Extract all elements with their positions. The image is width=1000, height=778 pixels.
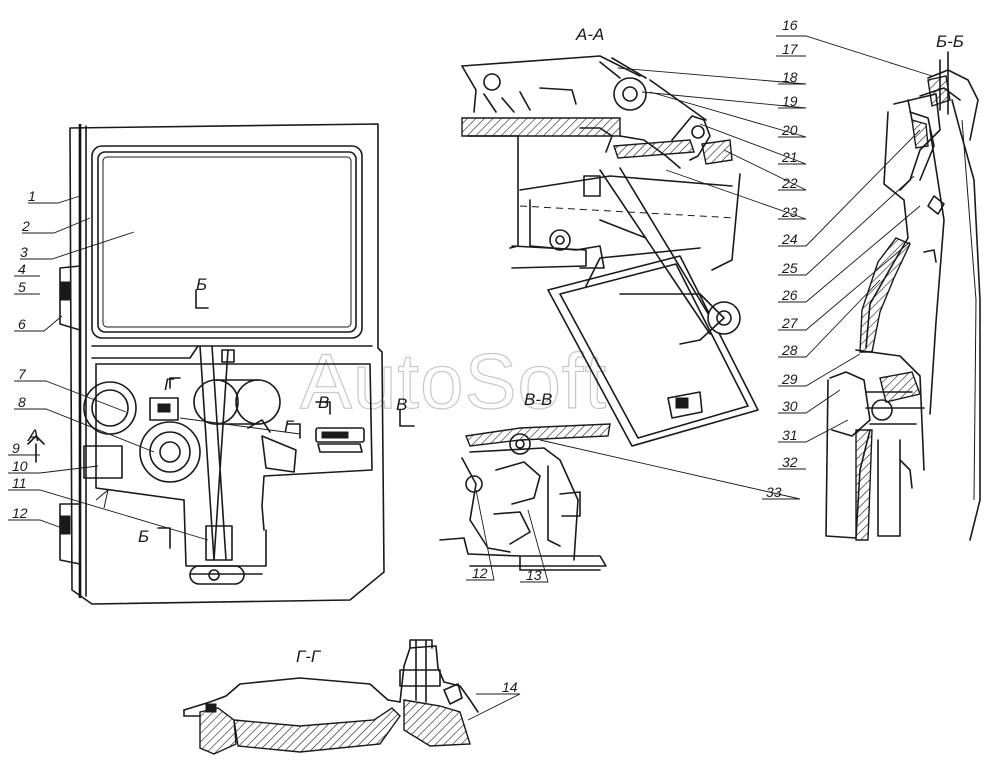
cut-mark-v-left: В [318,393,329,412]
callout-6: 6 [18,316,26,332]
callout-31: 31 [782,427,798,443]
callout-32: 32 [782,454,798,470]
cut-mark-a: А [27,426,39,445]
callout-29: 29 [781,371,798,387]
callout-12: 12 [12,505,28,521]
section-aa-view [461,55,759,447]
callout-28: 28 [781,342,798,358]
callout-18: 18 [782,69,798,85]
callout-1: 1 [28,188,36,204]
callout-33: 33 [766,484,782,500]
cut-mark-b-upper: Б [196,275,207,294]
callout-10: 10 [12,458,28,474]
callout-22: 22 [781,175,798,191]
callout-17: 17 [782,41,799,57]
callout-25: 25 [781,260,798,276]
callout-14: 14 [502,679,518,695]
callout-5: 5 [18,279,26,295]
callout-9: 9 [12,440,20,456]
callout-24: 24 [781,231,798,247]
callout-12-vv: 12 [472,565,488,581]
callout-27: 27 [781,315,799,331]
callout-13: 13 [526,567,542,583]
section-vv-view [439,423,611,571]
callout-23: 23 [781,204,798,220]
callout-30: 30 [782,398,798,414]
callout-26: 26 [781,287,798,303]
cut-mark-b-lower: Б [138,527,149,546]
cut-mark-g-lower: Г [284,417,295,436]
callout-19: 19 [782,93,798,109]
section-vv-title: В-В [524,390,552,409]
callout-11: 11 [12,475,27,491]
section-gg-view [183,639,479,755]
cut-mark-g-upper: Г [164,375,175,394]
callout-3: 3 [20,244,28,260]
section-bb-title: Б-Б [936,32,964,51]
door-main-view [59,123,385,605]
cut-mark-v-right: В [396,395,407,414]
section-aa-title: А-А [575,25,604,44]
callout-7: 7 [18,366,27,382]
section-marks: А Б Б Г Г В В [27,275,415,549]
section-bb-view [825,51,981,541]
watermark-text: AutoSoft [300,337,607,425]
callout-8: 8 [18,394,26,410]
callout-2: 2 [21,218,30,234]
callout-16: 16 [782,17,798,33]
callout-21: 21 [781,149,798,165]
callout-4: 4 [18,261,26,277]
callouts: 1 2 3 4 5 6 7 8 9 10 11 12 12 13 14 16 1… [8,17,933,721]
section-gg-title: Г-Г [296,647,322,666]
callout-20: 20 [781,122,798,138]
